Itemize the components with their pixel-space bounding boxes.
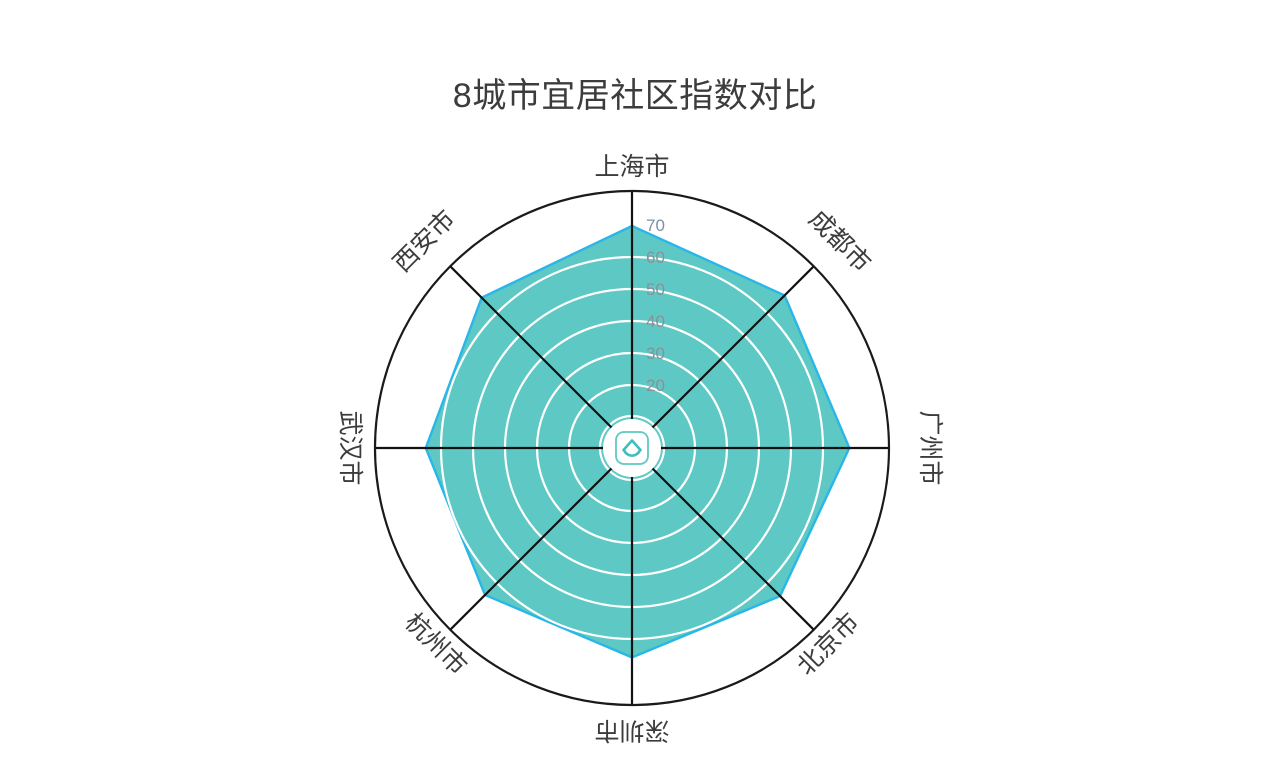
home-shelter-icon-roof [622,439,642,452]
page-title: 8城市宜居社区指数对比 [452,77,818,115]
radial-tick-60: 60 [646,248,665,267]
home-shelter-icon-frame [615,431,649,465]
radial-tick-70: 70 [646,216,665,235]
center-icon-group[interactable] [603,419,661,477]
axis-label-shenzhen: 深圳市 [594,716,669,744]
radial-tick-30: 30 [646,344,665,363]
radial-tick-20: 20 [646,376,665,395]
axis-label-wuhan: 武汉市 [336,410,364,485]
axis-label-shanghai: 上海市 [594,153,669,181]
radial-tick-labels: 70 60 50 40 30 20 [646,216,665,395]
angular-axis-lines [375,191,889,705]
home-shelter-icon-arc [622,448,642,457]
polar-outer-ring [373,189,891,707]
center-icon-backdrop [603,419,661,477]
axis-label-guangzhou: 广州市 [916,410,944,485]
radial-tick-50: 50 [646,280,665,299]
radial-tick-40: 40 [646,312,665,331]
